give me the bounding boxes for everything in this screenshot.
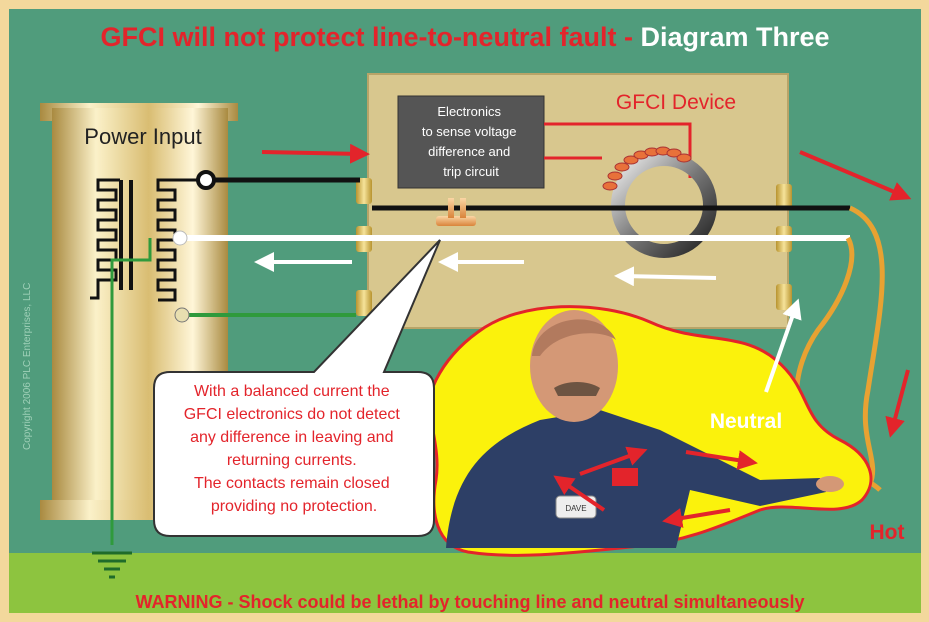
callout-line: The contacts remain closed	[194, 475, 390, 492]
callout-line: GFCI electronics do not detect	[184, 406, 401, 423]
warning-text: WARNING - Shock could be lethal by touch…	[135, 592, 804, 612]
ground-symbol-icon	[92, 551, 132, 579]
electronics-line: difference and	[428, 144, 510, 159]
technician-figure: DAVE	[446, 310, 844, 548]
diagram-title: GFCI will not protect line-to-neutral fa…	[100, 22, 829, 52]
callout-line: providing no protection.	[211, 498, 377, 515]
electronics-line: to sense voltage	[422, 124, 517, 139]
svg-text:With a balanced current the: With a balanced current the GFCI electro…	[184, 383, 405, 515]
current-sensor-ring	[602, 146, 717, 258]
electronics-line: trip circuit	[443, 164, 499, 179]
neutral-label: Neutral	[710, 410, 782, 433]
gfci-device-label: GFCI Device	[616, 91, 736, 114]
ground-wire	[92, 238, 356, 579]
svg-text:Electronics to sense vol: Electronics to sense voltage difference …	[422, 104, 520, 179]
load-hot-wire	[840, 205, 885, 487]
electronics-line: Electronics	[437, 104, 501, 119]
gfci-device: GFCI Device	[356, 73, 792, 329]
power-input-label: Power Input	[84, 124, 201, 149]
primary-coil	[90, 178, 120, 300]
callout-line: any difference in leaving and	[190, 429, 393, 446]
neutral-wire	[172, 230, 850, 246]
secondary-coil	[156, 178, 205, 302]
copyright-text: Copyright 2006 PLC Enterprises, LLC	[22, 283, 33, 450]
callout-line: With a balanced current the	[194, 383, 390, 400]
electronics-box: Electronics to sense voltage difference …	[397, 95, 692, 189]
hot-label: Hot	[870, 521, 905, 544]
current-flow-arrows	[261, 143, 912, 528]
callout-bubble: With a balanced current the GFCI electro…	[153, 239, 441, 537]
name-badge: DAVE	[565, 504, 586, 513]
ground-strip	[9, 553, 921, 613]
return-flow-arrows	[254, 252, 802, 393]
callout-line: returning currents.	[227, 452, 357, 469]
contact-switch	[436, 198, 476, 226]
